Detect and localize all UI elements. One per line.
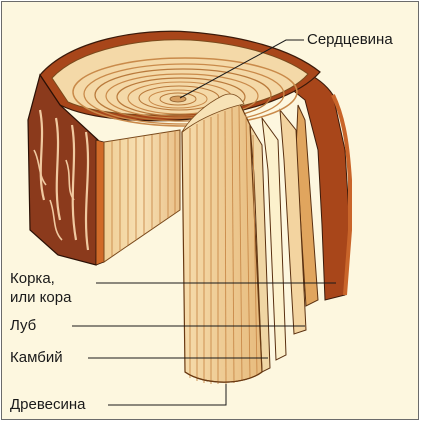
label-wood: Древесина — [10, 397, 86, 413]
label-bark-line2: или кора — [10, 290, 71, 306]
label-bark-line1: Корка, — [10, 271, 55, 287]
bark-left-edge — [96, 140, 104, 265]
label-cambium: Камбий — [10, 350, 63, 366]
label-phloem: Луб — [10, 318, 36, 334]
wood-left-face — [104, 130, 180, 262]
label-pith: Сердцевина — [307, 32, 393, 48]
leader-wood — [108, 384, 226, 405]
wood-wedge — [182, 104, 262, 382]
cross-section-top — [40, 31, 320, 126]
